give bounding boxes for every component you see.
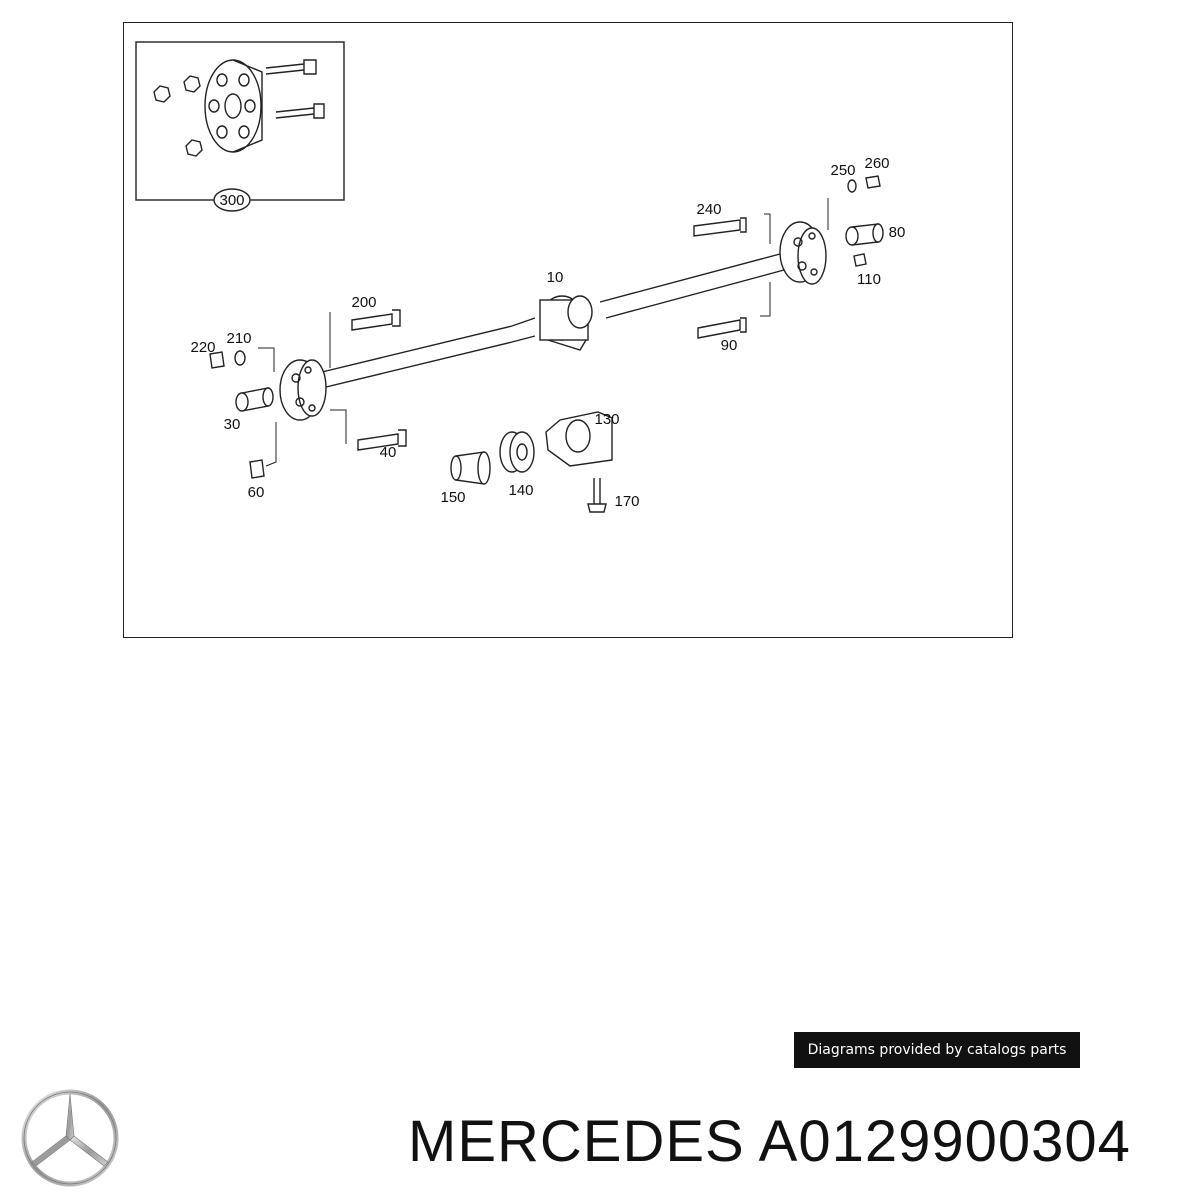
flex-disc-inset-drawing [153, 59, 325, 157]
callout-130: 130 [594, 411, 619, 428]
part-number-title: MERCEDES A0129900304 [408, 1109, 1131, 1174]
callout-30: 30 [224, 416, 241, 433]
callout-210: 210 [226, 330, 251, 347]
credit-text: Diagrams provided by catalogs parts [807, 1042, 1067, 1058]
part-140-bearing [499, 431, 535, 473]
callout-90: 90 [721, 337, 738, 354]
part-90-bolt [697, 317, 747, 339]
callout-60: 60 [248, 484, 265, 501]
part-30-bushing [235, 387, 274, 412]
callout-140: 140 [508, 482, 533, 499]
callout-10: 10 [547, 269, 564, 286]
part-130-support [545, 411, 613, 467]
mercedes-star-icon [21, 1089, 119, 1187]
propeller-shaft-drawing [279, 221, 827, 421]
part-170-bolt [587, 478, 607, 513]
part-60-nut [249, 459, 265, 479]
part-250-washer [847, 179, 857, 193]
callout-250: 250 [830, 162, 855, 179]
part-110-nut [853, 253, 867, 267]
callout-80: 80 [889, 224, 906, 241]
part-200-bolt [351, 309, 401, 331]
callout-200: 200 [351, 294, 376, 311]
part-240-bolt [693, 217, 747, 237]
part-40-bolt [357, 429, 407, 451]
catalog-credit-badge: Diagrams provided by catalogs parts [794, 1032, 1080, 1068]
part-210-washer [234, 350, 246, 366]
part-150-boot [450, 451, 491, 485]
callout-240: 240 [696, 201, 721, 218]
part-220-nut [209, 351, 225, 369]
callout-150: 150 [440, 489, 465, 506]
callout-220: 220 [190, 339, 215, 356]
callout-260: 260 [864, 155, 889, 172]
part-260-nut [865, 175, 881, 189]
inset-callout-bubble [213, 188, 251, 212]
leader-lines [258, 198, 829, 467]
part-80-bushing [845, 223, 884, 246]
callout-40: 40 [380, 444, 397, 461]
callout-170: 170 [614, 493, 639, 510]
callout-110: 110 [857, 271, 881, 288]
callout-300: 300 [219, 192, 244, 209]
